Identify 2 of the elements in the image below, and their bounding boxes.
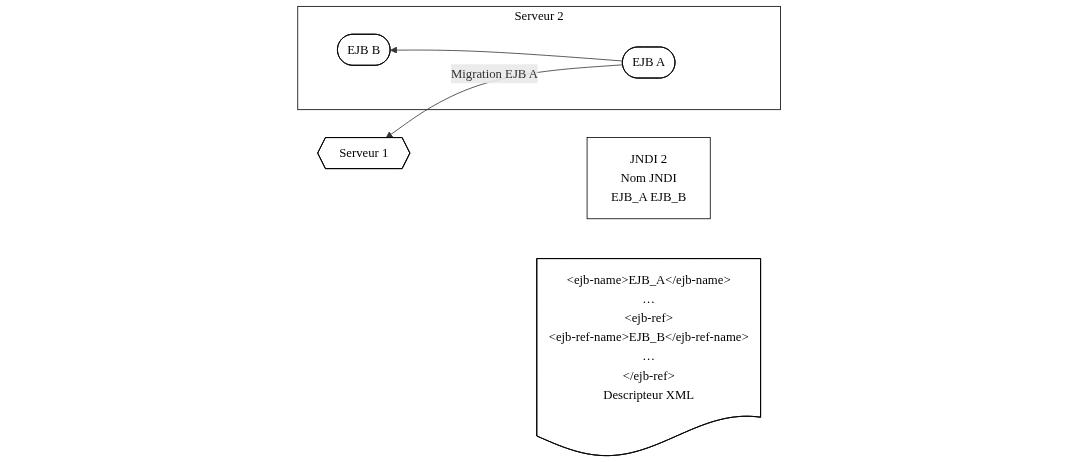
edge-label: Migration EJB A	[451, 66, 539, 81]
node-box: JNDI 2 Nom JNDI EJB_A EJB_B	[587, 137, 712, 220]
